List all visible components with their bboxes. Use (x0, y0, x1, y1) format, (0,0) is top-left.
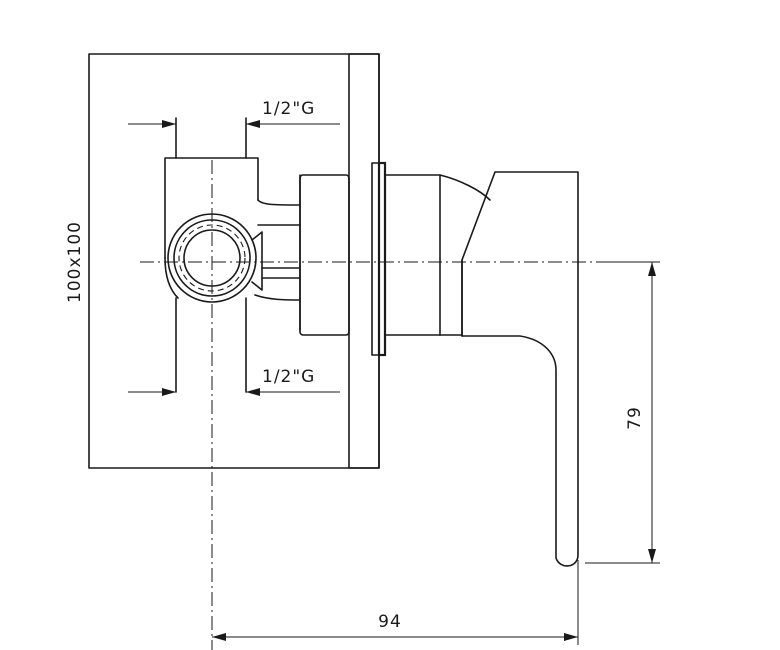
dimension-label-depth: 94 (378, 612, 402, 632)
mixer-body (299, 161, 579, 567)
cover-plate (88, 53, 380, 469)
pipe-stub-top (175, 117, 247, 159)
dimension-thread-top: 1/2"G (128, 99, 340, 128)
dimension-depth: 94 (212, 560, 579, 645)
dimension-lever: 79 (585, 261, 660, 564)
dimension-label-thread-bottom: 1/2"G (262, 367, 315, 387)
dimension-label-plate: 100x100 (65, 221, 85, 303)
pipe-stub-bottom (175, 297, 247, 393)
dimension-plate: 100x100 (65, 221, 85, 303)
dimension-thread-bottom: 1/2"G (128, 367, 340, 396)
valve-body (164, 157, 301, 331)
dimension-label-lever: 79 (625, 406, 645, 430)
dimension-label-thread-top: 1/2"G (262, 99, 315, 119)
center-lines (140, 160, 660, 650)
